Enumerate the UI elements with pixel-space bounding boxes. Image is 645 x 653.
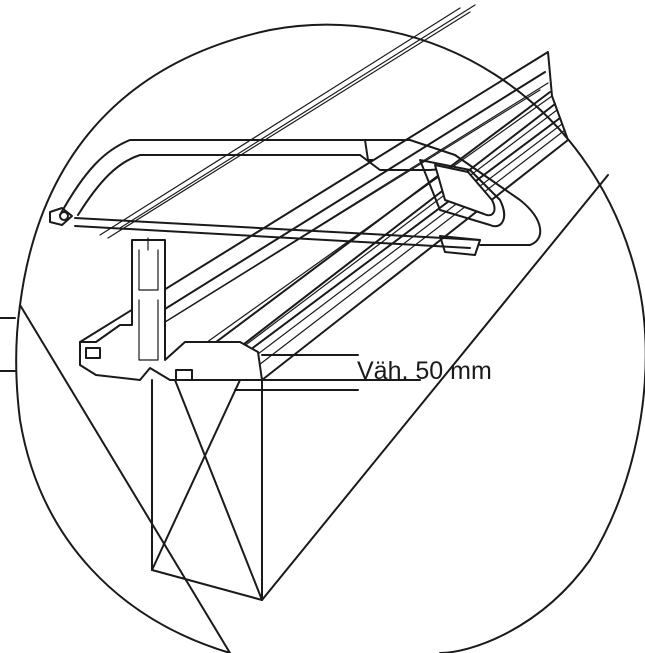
glazing-profile [79, 51, 569, 381]
dimension-label: Väh. 50 mm [357, 357, 492, 385]
support-post [151, 174, 609, 601]
detail-circle [15, 23, 645, 653]
rods [99, 4, 476, 239]
dimension: Väh. 50 mm [234, 354, 492, 391]
profile-end [79, 237, 263, 381]
hacksaw [49, 139, 542, 256]
